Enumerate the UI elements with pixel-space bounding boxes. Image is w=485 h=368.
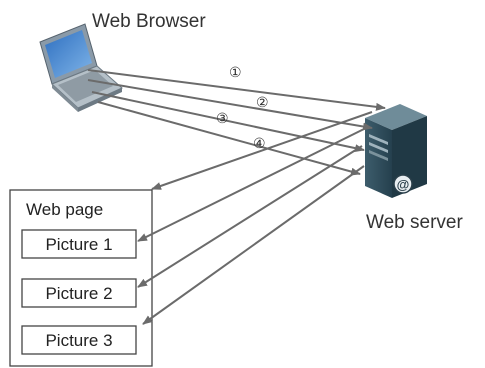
web-server-label: Web server [366,212,463,233]
request-arrow [87,79,373,131]
web-browser-label: Web Browser [92,11,206,32]
request-arrow [87,69,386,111]
picture-box: Picture 2 [21,278,137,308]
laptop-icon [39,23,123,112]
response-arrow [137,127,367,242]
picture-label: Picture 3 [45,331,112,350]
svg-text:@: @ [397,177,410,192]
response-arrow [137,145,363,288]
web-page-label: Web page [26,200,103,219]
picture-label: Picture 1 [45,235,112,254]
response-arrows [137,111,373,325]
step-number: ④ [253,135,266,151]
step-number: ① [229,64,242,80]
request-arrow [97,101,361,176]
step-number: ③ [216,110,229,126]
response-arrow [151,111,373,190]
request-arrow [91,91,365,153]
picture-box: Picture 3 [21,325,137,355]
response-arrow [142,165,365,325]
picture-label: Picture 2 [45,284,112,303]
at-sign-icon: @ [393,174,413,194]
picture-box: Picture 1 [21,229,137,259]
request-arrows [87,69,386,176]
step-number: ② [256,94,269,110]
